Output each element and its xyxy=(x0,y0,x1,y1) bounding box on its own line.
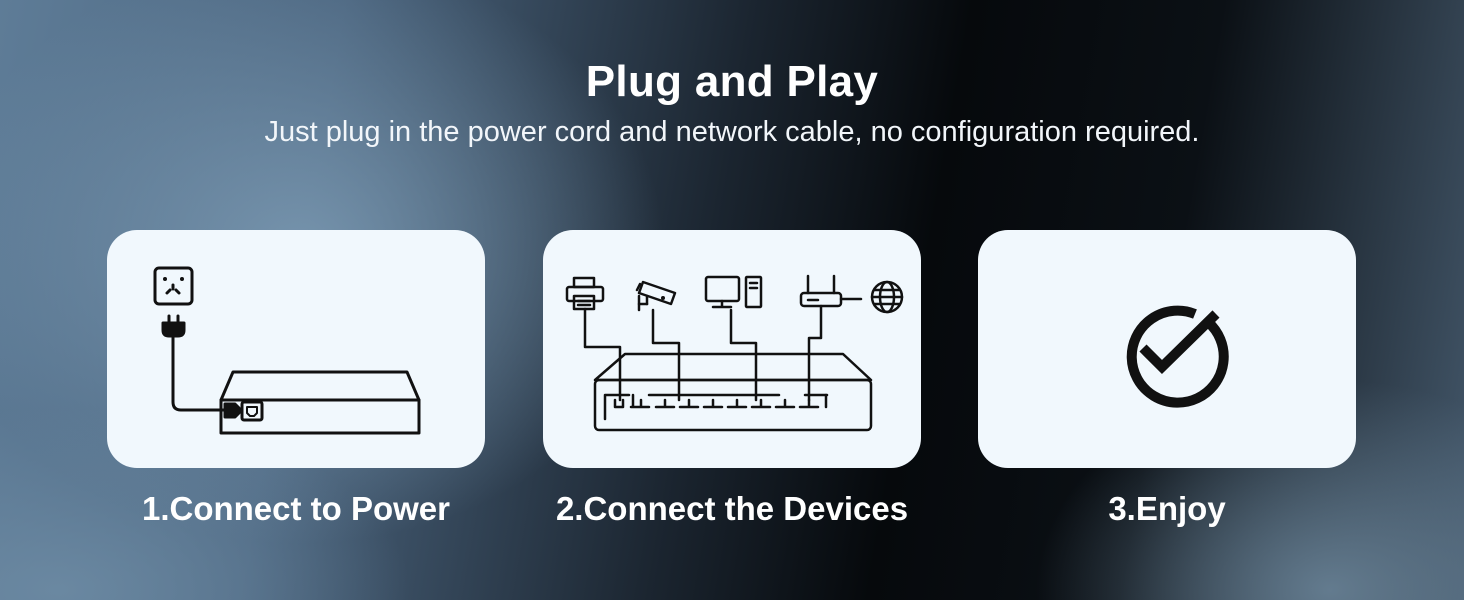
page-subtitle: Just plug in the power cord and network … xyxy=(264,116,1200,148)
camera-cable xyxy=(651,308,681,402)
step-label-power: 1.Connect to Power xyxy=(141,490,451,527)
security-camera-icon xyxy=(635,280,677,312)
step-label-enjoy: 3.Enjoy xyxy=(1108,490,1226,527)
network-switch-icon xyxy=(219,370,421,435)
power-cable xyxy=(171,340,227,412)
computer-cable xyxy=(729,308,758,402)
router-icon xyxy=(799,274,863,308)
step-label-devices: 2.Connect the Devices xyxy=(555,490,909,527)
desktop-computer-icon xyxy=(704,275,763,309)
printer-cable xyxy=(583,307,622,402)
power-plug-icon xyxy=(161,314,186,344)
page-title: Plug and Play xyxy=(585,57,879,106)
power-connection-illustration xyxy=(153,266,421,435)
step-card-enjoy xyxy=(978,230,1356,468)
devices-connection-illustration xyxy=(565,274,904,432)
step-card-power xyxy=(107,230,485,468)
wall-outlet-icon xyxy=(153,266,194,306)
check-circle-icon xyxy=(1126,305,1229,408)
step-card-devices xyxy=(543,230,921,468)
network-switch-icon xyxy=(593,352,873,432)
printer-icon xyxy=(565,276,605,311)
router-cable xyxy=(807,304,823,402)
globe-icon xyxy=(870,280,904,314)
